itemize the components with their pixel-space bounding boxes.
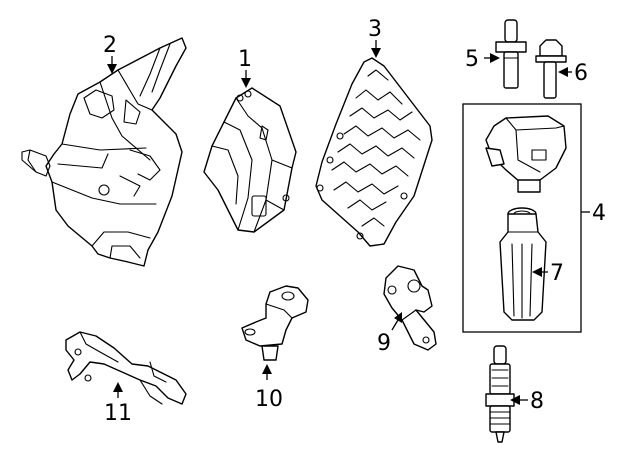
part-11-wiring-harness[interactable]	[65, 331, 187, 405]
callout-8: 8	[530, 389, 544, 414]
callout-9: 9	[377, 331, 391, 356]
callout-7: 7	[550, 261, 564, 286]
part-3-heat-shield[interactable]	[315, 57, 433, 247]
callout-labels: 2 1 3 5 6 4 7 8 9 10 11	[103, 17, 606, 426]
part-10-camshaft-sensor[interactable]	[241, 285, 309, 361]
part-4-ignition-coil-assembly[interactable]	[462, 103, 582, 333]
part-6-bolt[interactable]	[535, 39, 567, 99]
callout-5: 5	[465, 47, 479, 72]
callout-11: 11	[104, 401, 132, 426]
callout-4: 4	[592, 201, 606, 226]
callout-1: 1	[238, 47, 252, 72]
part-9-sensor[interactable]	[383, 265, 437, 351]
part-2-module-bracket[interactable]	[21, 37, 187, 267]
leader-lines	[107, 40, 590, 405]
part-5-stud[interactable]	[495, 19, 527, 89]
part-8-spark-plug[interactable]	[485, 345, 515, 443]
callout-3: 3	[368, 17, 382, 42]
callout-2: 2	[103, 33, 117, 58]
callout-6: 6	[574, 61, 588, 86]
part-1-control-module[interactable]	[203, 87, 297, 233]
callout-10: 10	[255, 387, 283, 412]
